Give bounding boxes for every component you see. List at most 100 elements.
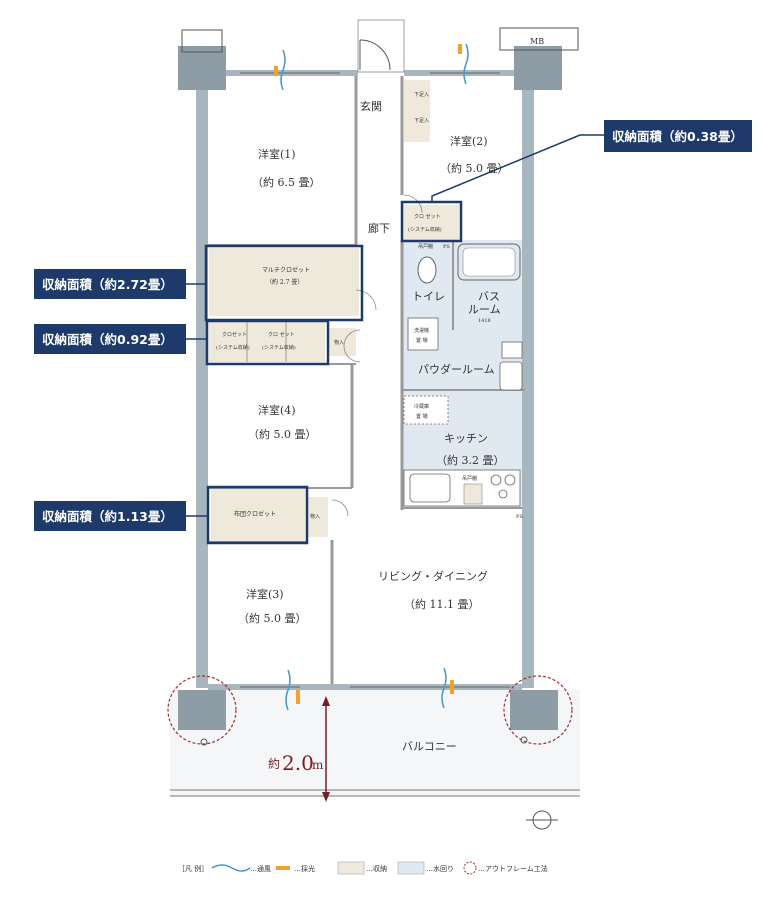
entrance-label: 玄関 xyxy=(360,99,382,113)
callout-c3-text: 収納面積（約0.92畳） xyxy=(42,332,173,347)
west-wall xyxy=(196,88,208,688)
wind-marker-3 xyxy=(285,669,291,711)
dimension-arrow-top xyxy=(322,696,330,706)
callout-box-c2 xyxy=(34,269,186,299)
callout-box-c4 xyxy=(34,501,186,531)
legend-outframe-swatch xyxy=(463,861,477,875)
toilet-label: トイレ xyxy=(412,290,445,303)
western4-label: 洋室(4) xyxy=(258,403,296,417)
futon-closet-fill xyxy=(211,489,305,541)
closet-b-label: クロ ゼット xyxy=(268,331,295,338)
storage1-label: 物入 xyxy=(334,339,344,346)
closet-a-label: クロゼット xyxy=(222,331,247,338)
washer-label: 洗濯機 xyxy=(414,327,429,334)
east-wall xyxy=(522,88,534,688)
wind-marker-4 xyxy=(441,667,447,709)
closet-sys-sub: (システム収納) xyxy=(408,226,442,233)
legend-ventilation: …通風 xyxy=(250,864,271,873)
closet-pair-fill xyxy=(209,322,325,362)
kitchen-area: （約 3.2 畳） xyxy=(436,453,505,467)
light-marker-1 xyxy=(274,66,278,76)
stove-burner-2 xyxy=(504,474,516,486)
legend-outframe: …アウトフレーム工法 xyxy=(478,864,548,873)
callout-c2-text: 収納面積（約2.72畳） xyxy=(42,277,173,292)
callout-c4-text: 収納面積（約1.13畳） xyxy=(42,509,173,524)
powder-label: パウダールーム xyxy=(418,362,495,376)
legend-light: …採光 xyxy=(294,864,315,873)
legend-water: …水回り xyxy=(426,864,454,873)
living-label: リビング・ダイニング xyxy=(378,569,488,583)
light-marker-2 xyxy=(458,44,462,54)
column-sw xyxy=(178,690,226,730)
pantry xyxy=(463,483,483,505)
living-area: （約 11.1 畳） xyxy=(404,597,480,611)
fridge-space xyxy=(403,395,449,425)
ps1-label: PS xyxy=(443,244,450,250)
stove-burner-1 xyxy=(490,474,502,486)
callout-c1-text: 収納面積（約0.38畳） xyxy=(612,129,743,144)
legend-light-swatch xyxy=(276,866,290,870)
light-marker-4 xyxy=(450,680,454,694)
door-swing-storage xyxy=(343,329,361,363)
washer-space xyxy=(407,317,439,351)
legend-storage: …収納 xyxy=(366,864,387,873)
outframe-circle-se xyxy=(503,675,573,745)
column-nw xyxy=(178,46,226,90)
bath-label-2: ルーム xyxy=(468,303,501,316)
dimension-arrow-bottom xyxy=(322,792,330,802)
western3-label: 洋室(3) xyxy=(246,587,284,601)
vanity-shelf xyxy=(501,341,523,359)
legend-water-swatch xyxy=(397,861,425,875)
dimension-prefix: 約 xyxy=(268,756,280,771)
western2-label: 洋室(2) xyxy=(450,134,488,148)
western4-area: （約 5.0 畳） xyxy=(248,427,317,441)
balcony-label: バルコニー xyxy=(402,740,457,753)
legend-title: ［凡 例］ xyxy=(178,864,208,873)
door-swing-w2 xyxy=(403,194,423,214)
dimension-unit: m xyxy=(312,758,324,772)
storage2-fill xyxy=(306,497,328,537)
closet-sys-label: クロ ゼット xyxy=(414,213,441,220)
western1-area: （約 6.5 畳） xyxy=(252,175,321,189)
bathtub xyxy=(457,243,521,281)
door-swing-w3 xyxy=(331,499,349,517)
western1-label: 洋室(1) xyxy=(258,147,296,161)
fridge-label: 冷蔵庫 xyxy=(414,403,429,410)
closet-sys-fill xyxy=(403,205,459,240)
bath-size: 1418 xyxy=(478,318,491,324)
vanity-sink xyxy=(499,361,523,391)
light-marker-3 xyxy=(296,690,300,704)
drain-sw xyxy=(200,738,208,746)
wind-marker-2 xyxy=(463,43,469,85)
highlight-futon xyxy=(206,485,309,545)
stove-burner-3 xyxy=(498,489,508,499)
toilet-bowl xyxy=(417,256,437,284)
callout-box-c1 xyxy=(604,120,752,152)
entry-porch xyxy=(357,19,405,73)
wind-marker-1 xyxy=(280,49,286,91)
mb-label: MB xyxy=(530,37,544,46)
highlight-closet-pair xyxy=(205,319,330,366)
kitchen-label: キッチン xyxy=(444,432,488,445)
aircon-unit xyxy=(181,29,223,53)
column-se xyxy=(510,690,558,730)
multi-closet-area: （約 2.7 畳） xyxy=(266,278,303,286)
closet-b-sub: (システム収納) xyxy=(262,344,296,351)
bath-label: バス xyxy=(478,290,500,303)
legend-wind-swatch xyxy=(211,864,251,872)
multi-closet-label: マルチクロゼット xyxy=(262,266,310,274)
door-swing-hall xyxy=(355,289,377,311)
bathtub-inner xyxy=(462,247,516,277)
western2-area: （約 5.0 畳） xyxy=(440,161,509,175)
callout-box-c3 xyxy=(34,324,186,354)
dimension-value: 2.0 xyxy=(282,751,314,775)
fridge-label-2: 置 場 xyxy=(416,413,428,420)
outframe-circle-sw xyxy=(167,675,237,745)
multi-closet-fill xyxy=(209,248,359,316)
legend-storage-swatch xyxy=(337,861,365,875)
closet-a-sub: (システム収納) xyxy=(216,344,250,351)
western3-area: （約 5.0 畳） xyxy=(238,611,307,625)
kitchen-sink xyxy=(409,473,451,503)
mb-box xyxy=(499,27,579,51)
